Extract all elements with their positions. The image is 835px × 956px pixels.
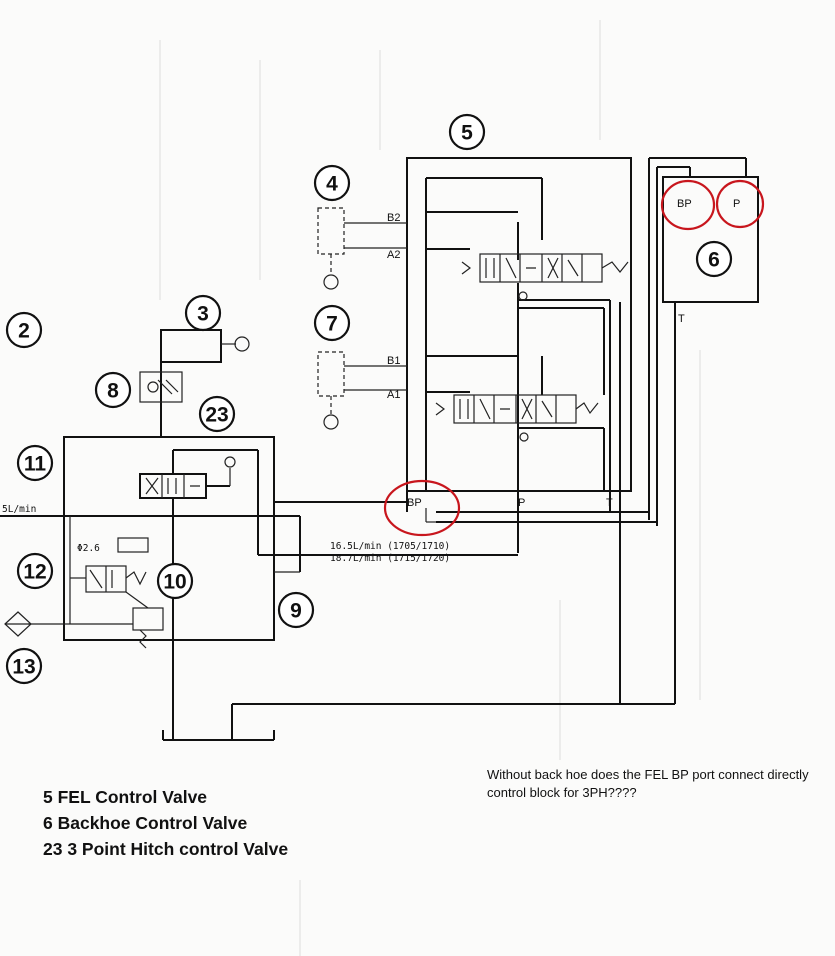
p-port-highlight-backhoe bbox=[715, 179, 765, 229]
callout-2: 2 bbox=[5, 311, 43, 349]
orifice-label: Φ2.6 bbox=[77, 543, 100, 554]
question-note: Without back hoe does the FEL BP port co… bbox=[487, 767, 809, 800]
svg-text:10: 10 bbox=[163, 571, 186, 594]
svg-text:5: 5 bbox=[461, 122, 473, 145]
backhoe-control-valve-6: BP P T bbox=[648, 157, 759, 704]
cylinder-7: B1 A1 bbox=[317, 351, 407, 430]
callout-4: 4 bbox=[313, 164, 351, 202]
port-b1-label: B1 bbox=[387, 355, 400, 367]
legend: 5 FEL Control Valve 6 Backhoe Control Va… bbox=[43, 784, 288, 862]
fel-bp-port-label: BP bbox=[407, 497, 422, 509]
flow-rate-1-label: 16.5L/min (1705/1710) bbox=[330, 541, 450, 552]
upper-spool-valve bbox=[461, 253, 629, 301]
legend-item: 23 3 Point Hitch control Valve bbox=[43, 839, 289, 859]
flow-control-valve-8 bbox=[139, 329, 250, 437]
svg-text:6: 6 bbox=[708, 249, 720, 272]
cylinder-4: B2 A2 bbox=[317, 207, 407, 290]
fel-control-valve-5: BP P T bbox=[406, 157, 632, 553]
port-a2-label: A2 bbox=[387, 249, 400, 261]
callout-9: 9 bbox=[277, 591, 315, 629]
svg-text:4: 4 bbox=[326, 173, 338, 196]
svg-text:11: 11 bbox=[24, 453, 47, 476]
callout-12: 12 bbox=[16, 552, 54, 590]
return-lines bbox=[231, 302, 675, 740]
lower-spool-valve bbox=[435, 394, 599, 442]
callout-3: 3 bbox=[184, 294, 222, 332]
legend-item: 5 FEL Control Valve bbox=[43, 787, 208, 807]
svg-text:2: 2 bbox=[18, 320, 30, 343]
callout-23: 23 bbox=[198, 395, 236, 433]
callout-8: 8 bbox=[94, 371, 132, 409]
svg-text:8: 8 bbox=[107, 380, 119, 403]
port-b2-label: B2 bbox=[387, 212, 400, 224]
fel-t-port-label: T bbox=[606, 497, 613, 509]
legend-item: 6 Backhoe Control Valve bbox=[43, 813, 248, 833]
background-artifacts bbox=[159, 20, 701, 956]
fel-p-port-label: P bbox=[518, 497, 525, 509]
port-a1-label: A1 bbox=[387, 389, 400, 401]
three-point-hitch-block: 5L/min 16.5L/min (1705/1710) 18.7L/min (… bbox=[0, 436, 518, 740]
callout-11: 11 bbox=[16, 444, 54, 482]
callout-10: 10 bbox=[156, 562, 194, 600]
callout-6: 6 bbox=[695, 240, 733, 278]
svg-text:3: 3 bbox=[197, 303, 209, 326]
bp-port-highlight-fel bbox=[383, 479, 461, 537]
left-flow-label: 5L/min bbox=[2, 504, 36, 515]
svg-text:9: 9 bbox=[290, 600, 302, 623]
svg-text:12: 12 bbox=[23, 561, 46, 584]
svg-text:23: 23 bbox=[205, 404, 228, 427]
bp-port-highlight-backhoe bbox=[660, 179, 716, 231]
callout-13: 13 bbox=[5, 647, 43, 685]
tank-line bbox=[162, 730, 275, 741]
svg-text:7: 7 bbox=[326, 313, 338, 336]
svg-text:13: 13 bbox=[12, 656, 35, 679]
callout-7: 7 bbox=[313, 304, 351, 342]
backhoe-bp-port-label: BP bbox=[677, 198, 692, 210]
flow-rate-2-label: 18.7L/min (1715/1720) bbox=[330, 553, 450, 564]
callout-5: 5 bbox=[448, 113, 486, 151]
backhoe-t-port-label: T bbox=[678, 313, 685, 325]
backhoe-p-port-label: P bbox=[733, 198, 740, 210]
